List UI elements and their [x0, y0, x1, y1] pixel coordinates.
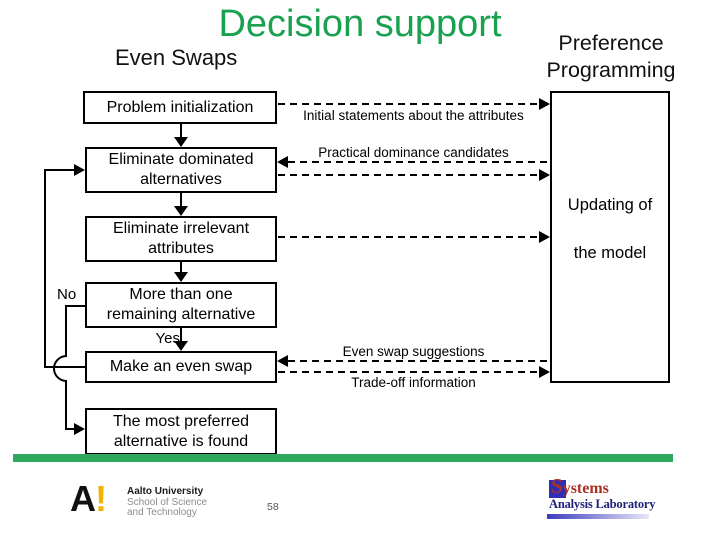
arrow-line-dominated-to-irrelevant [180, 192, 182, 207]
box-label: Problem initialization [106, 98, 254, 116]
label-yes: Yes [155, 330, 180, 347]
line-jump-arc [53, 355, 68, 382]
aalto-exclamation: ! [95, 478, 107, 519]
box-label: The most preferred [112, 412, 250, 430]
arrowhead-left-icon [277, 156, 288, 168]
box-eliminate-dominated-alternatives: Eliminate dominated alternatives [85, 147, 277, 193]
arrowhead-right-icon [539, 366, 550, 378]
box-label: remaining alternative [106, 306, 256, 323]
dashed-practical-dominance-out [278, 174, 540, 176]
no-branch-vertical-lower [65, 380, 67, 429]
dashed-even-swap-suggestions [288, 360, 550, 362]
sal-logo-blue-square [549, 480, 566, 498]
aalto-school-line: School of Science [127, 496, 208, 508]
box-label: Updating of [567, 196, 653, 214]
arrowhead-right-icon [539, 98, 550, 110]
preference-line: Preference [558, 31, 664, 55]
arrowhead-right-icon [74, 423, 85, 435]
no-branch-bottom [65, 428, 75, 430]
box-label: Eliminate dominated [108, 151, 254, 168]
box-updating-the-model: Updating of the model [550, 91, 670, 383]
arrow-line-init-to-dominated [180, 123, 182, 138]
sal-logo-analysis-laboratory: Analysis Laboratory [549, 497, 656, 511]
aalto-letter: A [70, 478, 96, 519]
programming-line: Programming [546, 58, 676, 82]
aalto-university-line: Aalto University [127, 486, 204, 497]
arrowhead-right-icon [74, 164, 85, 176]
aalto-technology-line: and Technology [127, 507, 197, 518]
dashed-initial-statements [278, 103, 540, 105]
page-number: 58 [267, 501, 279, 513]
label-even-swap-suggestions: Even swap suggestions [342, 344, 485, 359]
loop-line-vertical [44, 169, 46, 368]
box-label: Eliminate irrelevant [112, 220, 250, 237]
dashed-tradeoff-information [278, 371, 540, 373]
loop-line-top [44, 169, 74, 171]
dashed-irrelevant-to-model [278, 236, 540, 238]
arrow-line-irrelevant-to-morethanone [180, 261, 182, 273]
dashed-practical-dominance-in [288, 161, 550, 163]
sal-s-initial: S [551, 474, 563, 498]
arrow-line-yes-to-makeswap [180, 327, 182, 342]
box-most-preferred-found: The most preferred alternative is found [85, 408, 277, 455]
arrowhead-down-icon [174, 206, 188, 216]
aalto-logo-icon: A! [70, 481, 107, 517]
arrowhead-left-icon [277, 355, 288, 367]
box-more-than-one-remaining: More than one remaining alternative [85, 282, 277, 328]
box-label: alternative is found [113, 432, 249, 450]
box-label: alternatives [140, 171, 222, 188]
aalto-text-block: Aalto University School of Science and T… [127, 486, 208, 519]
box-label: attributes [148, 240, 214, 257]
even-swaps-heading: Even Swaps [115, 45, 238, 70]
box-label: Make an even swap [109, 358, 253, 375]
sal-logo-systems: Systems [551, 475, 609, 500]
arrowhead-right-icon [539, 169, 550, 181]
box-label: the model [573, 244, 647, 262]
box-make-an-even-swap: Make an even swap [85, 351, 277, 383]
label-tradeoff-information: Trade-off information [351, 375, 476, 390]
box-label: More than one [129, 286, 233, 303]
label-no: No [57, 286, 77, 303]
box-problem-initialization: Problem initialization [83, 91, 277, 124]
sal-systems-rest: ystems [562, 480, 609, 497]
sal-logo-gradient-bar [547, 514, 649, 519]
arrowhead-down-icon [174, 137, 188, 147]
footer-divider-bar [13, 454, 673, 462]
arrowhead-right-icon [539, 231, 550, 243]
no-branch-vertical-upper [65, 305, 67, 356]
no-branch-top [65, 305, 85, 307]
label-initial-statements: Initial statements about the attributes [303, 108, 524, 123]
arrowhead-down-icon [174, 272, 188, 282]
label-practical-dominance: Practical dominance candidates [318, 145, 509, 160]
arrowhead-down-icon [174, 341, 188, 351]
slide-title: Decision support [218, 3, 502, 45]
box-eliminate-irrelevant-attributes: Eliminate irrelevant attributes [85, 216, 277, 262]
preference-programming-heading: Preference Programming [535, 30, 687, 84]
